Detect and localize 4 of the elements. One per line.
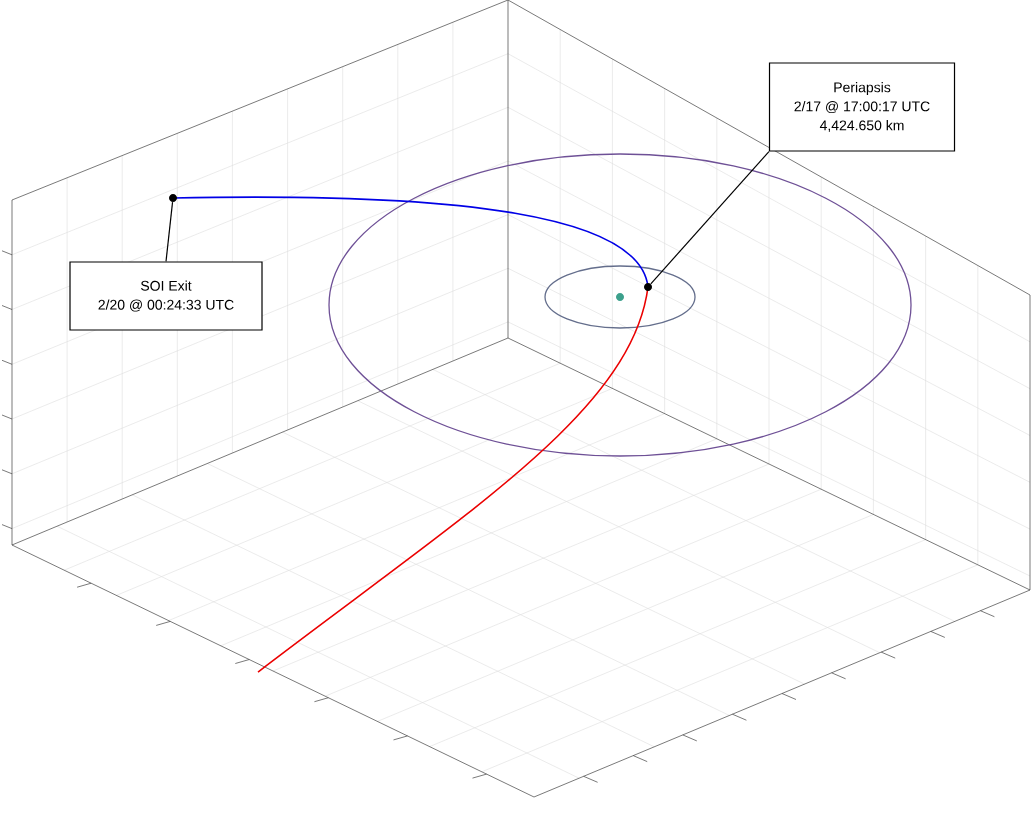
leader-line: [650, 151, 770, 285]
callout-box: SOI Exit 2/20 @ 00:24:33 UTC: [69, 261, 263, 331]
callout-box: Periapsis 2/17 @ 17:00:17 UTC 4,424.650 km: [768, 62, 956, 152]
leader-line: [165, 201, 174, 262]
